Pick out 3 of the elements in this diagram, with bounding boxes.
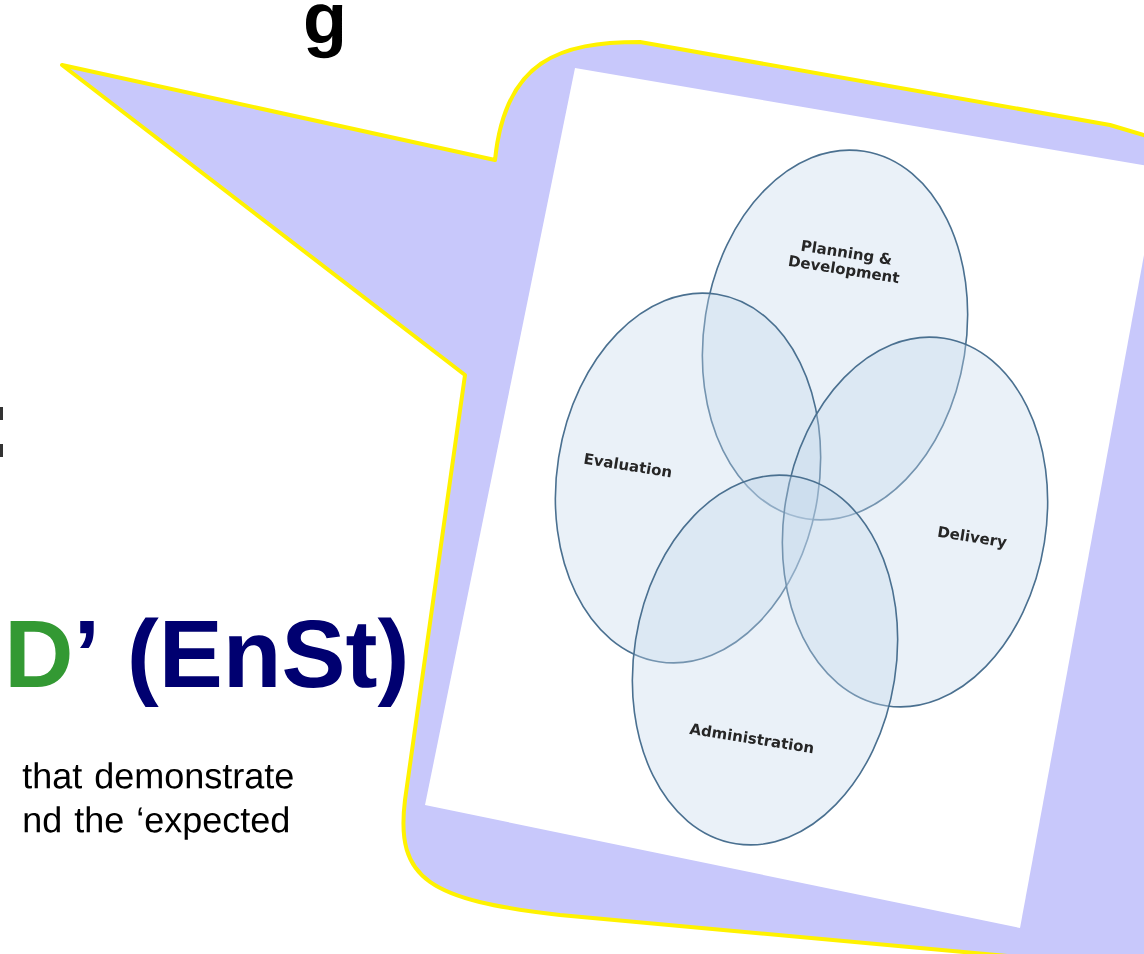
title-fragment: g	[305, 4, 343, 59]
body-text: that demonstrate nd the ‘expected	[22, 762, 293, 840]
heading: D’ (EnSt)	[10, 617, 405, 707]
